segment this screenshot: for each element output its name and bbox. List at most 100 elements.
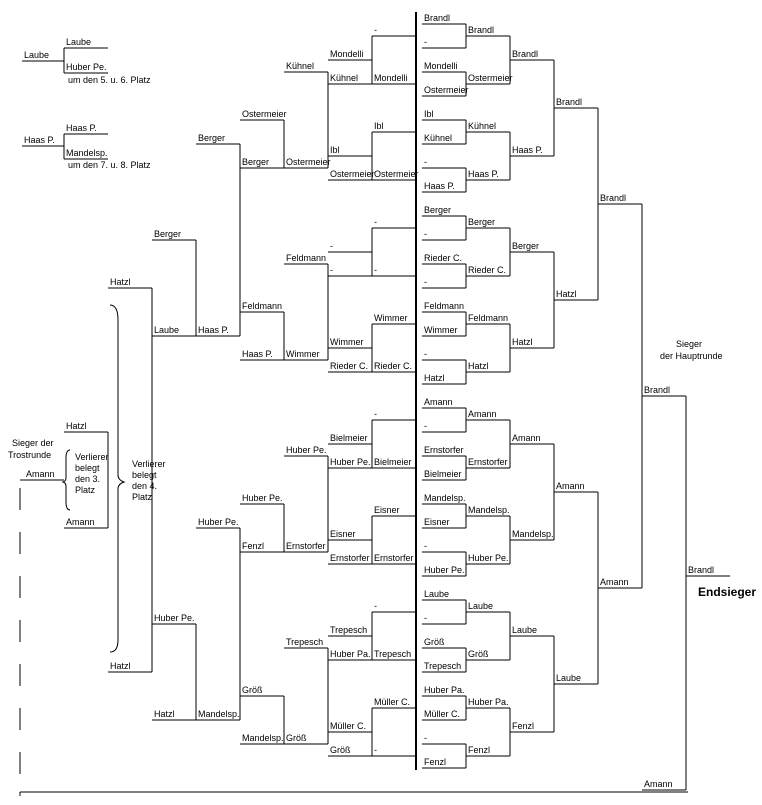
consolation-label-2: Trostrunde [8, 450, 51, 460]
player-label-56: Hatzl [154, 709, 175, 719]
player-label-8: Rieder C. [374, 361, 412, 371]
player-label-113: Amann [512, 433, 541, 443]
player-label-111: Berger [512, 241, 539, 251]
p7-caption: um den 7. u. 8. Platz [68, 160, 151, 170]
player-label-122: Amann [600, 577, 629, 587]
player-label-79: Ernstorfer [424, 445, 464, 455]
player-label-54: Laube [154, 325, 179, 335]
player-label-13: - [374, 601, 377, 611]
player-label-112: Hatzl [512, 337, 533, 347]
player-label-88: Trepesch [424, 661, 461, 671]
player-label-41: Ostermeier [242, 109, 287, 119]
losers-4-line1: Verlierer [132, 459, 166, 469]
player-label-30: Huber Pa. [330, 649, 371, 659]
player-label-72: - [424, 277, 427, 287]
player-label-45: Huber Pe. [242, 493, 283, 503]
player-label-60: Amann [66, 517, 95, 527]
player-label-18: Kühnel [330, 73, 358, 83]
player-label-59: Hatzl [66, 421, 87, 431]
player-label-64: Ostermeier [424, 85, 469, 95]
player-label-71: Rieder C. [424, 253, 462, 263]
player-label-24: Rieder C. [330, 361, 368, 371]
player-label-55: Huber Pe. [154, 613, 195, 623]
player-label-10: Bielmeier [374, 457, 412, 467]
player-label-96: Haas P. [468, 169, 499, 179]
player-label-80: Bielmeier [424, 469, 462, 479]
player-label-68: Haas P. [424, 181, 455, 191]
player-label-103: Mandelsp. [468, 505, 510, 515]
losers-4-line4: Platz [132, 492, 153, 502]
player-label-114: Mandelsp. [512, 529, 554, 539]
player-label-65: Ibl [424, 109, 434, 119]
player-label-123: Brandl [644, 385, 670, 395]
player-label-21: - [330, 241, 333, 251]
player-label-53: Berger [154, 229, 181, 239]
p5-caption: um den 5. u. 6. Platz [68, 75, 151, 85]
player-label-119: Amann [556, 481, 585, 491]
final-label: Endsieger [698, 585, 756, 599]
player-label-31: Müller C. [330, 721, 366, 731]
player-label-1: - [374, 25, 377, 35]
player-label-66: Kühnel [424, 133, 452, 143]
player-label-90: Müller C. [424, 709, 460, 719]
player-label-117: Brandl [556, 97, 582, 107]
player-label-26: Huber Pe. [330, 457, 371, 467]
player-label-91: - [424, 733, 427, 743]
player-label-62: - [424, 37, 427, 47]
player-label-33: Kühnel [286, 61, 314, 71]
player-label-36: Wimmer [286, 349, 320, 359]
player-label-63: Mondelli [424, 61, 458, 71]
p5-entry: Laube [24, 50, 49, 60]
player-label-25: Bielmeier [330, 433, 368, 443]
player-label-7: Wimmer [374, 313, 408, 323]
brace-4th [109, 304, 126, 653]
player-label-12: Ernstorfer [374, 553, 414, 563]
player-label-73: Feldmann [424, 301, 464, 311]
p5-top: Laube [66, 37, 91, 47]
player-label-86: - [424, 613, 427, 623]
player-label-34: Ostermeier [286, 157, 331, 167]
player-label-70: - [424, 229, 427, 239]
player-label-46: Fenzl [242, 541, 264, 551]
player-label-93: Brandl [468, 25, 494, 35]
player-label-78: - [424, 421, 427, 431]
player-label-37: Huber Pe. [286, 445, 327, 455]
player-label-82: Eisner [424, 517, 450, 527]
player-label-58: Hatzl [110, 661, 131, 671]
player-label-42: Berger [242, 157, 269, 167]
player-label-69: Berger [424, 205, 451, 215]
player-label-32: Größ [330, 745, 351, 755]
player-label-75: - [424, 349, 427, 359]
player-label-20: Ostermeier [330, 169, 375, 179]
losers-4-line3: den 4. [132, 481, 157, 491]
player-label-5: - [374, 217, 377, 227]
player-label-89: Huber Pa. [424, 685, 465, 695]
player-label-120: Laube [556, 673, 581, 683]
player-label-98: Rieder C. [468, 265, 506, 275]
player-label-105: Laube [468, 601, 493, 611]
player-label-116: Fenzl [512, 721, 534, 731]
player-label-3: Ibl [374, 121, 384, 131]
player-label-61: Brandl [424, 13, 450, 23]
player-label-124: Amann [644, 779, 673, 789]
player-label-102: Ernstorfer [468, 457, 508, 467]
p7-entry: Haas P. [24, 135, 55, 145]
main-winner-label-1: Sieger [676, 339, 702, 349]
player-label-87: Größ [424, 637, 445, 647]
player-label-15: Müller C. [374, 697, 410, 707]
player-label-39: Trepesch [286, 637, 323, 647]
player-label-19: Ibl [330, 145, 340, 155]
player-label-109: Brandl [512, 49, 538, 59]
player-label-17: Mondelli [330, 49, 364, 59]
player-label-121: Brandl [600, 193, 626, 203]
losers-3-line1: Verlierer [75, 452, 109, 462]
player-label-38: Ernstorfer [286, 541, 326, 551]
final-winner: Brandl [688, 565, 714, 575]
p7-bottom: Mandelsp. [66, 148, 108, 158]
player-label-108: Fenzl [468, 745, 490, 755]
player-label-50: Haas P. [198, 325, 229, 335]
player-label-49: Berger [198, 133, 225, 143]
player-label-106: Größ [468, 649, 489, 659]
losers-4-line2: belegt [132, 470, 157, 480]
